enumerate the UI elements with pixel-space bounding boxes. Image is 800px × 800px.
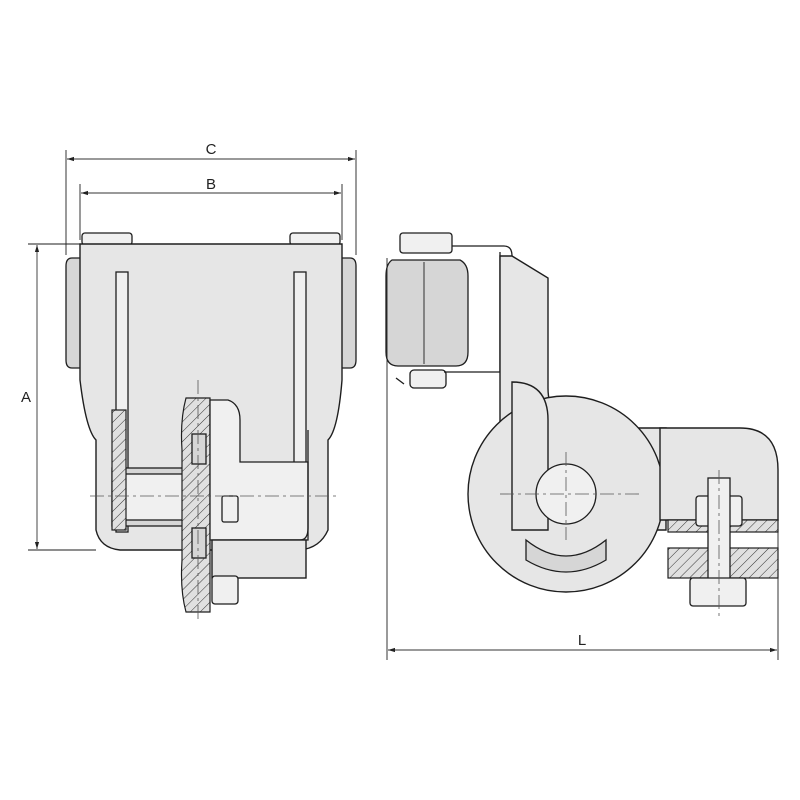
top-left-roller xyxy=(81,232,133,246)
side-bolt-nut-bottom xyxy=(689,577,747,607)
dimension-b-label: B xyxy=(206,176,216,193)
bearing-block-left xyxy=(111,409,127,531)
dimension-l-label: L xyxy=(578,632,586,649)
bearing-upper xyxy=(191,433,207,465)
left-side-roller xyxy=(65,257,83,369)
side-roller-hub xyxy=(409,369,447,389)
wheel-section xyxy=(180,397,211,613)
dimension-a-label: A xyxy=(21,389,31,406)
front-view xyxy=(65,232,357,620)
side-view xyxy=(385,232,779,618)
bearing-lower xyxy=(191,527,207,559)
dimension-c-label: C xyxy=(206,141,217,158)
top-right-roller xyxy=(289,232,341,246)
bolt-nut xyxy=(211,575,239,605)
lower-plate xyxy=(211,539,307,579)
bolt-head xyxy=(221,495,239,523)
dimension-c: C xyxy=(65,141,357,255)
dimension-a: A xyxy=(21,243,96,551)
right-side-roller xyxy=(339,257,357,369)
dimension-b: B xyxy=(79,176,343,240)
side-top-roller xyxy=(399,232,453,254)
dimension-l: L xyxy=(386,258,779,660)
wheel-flange xyxy=(525,538,607,573)
side-roller-body xyxy=(385,259,469,367)
